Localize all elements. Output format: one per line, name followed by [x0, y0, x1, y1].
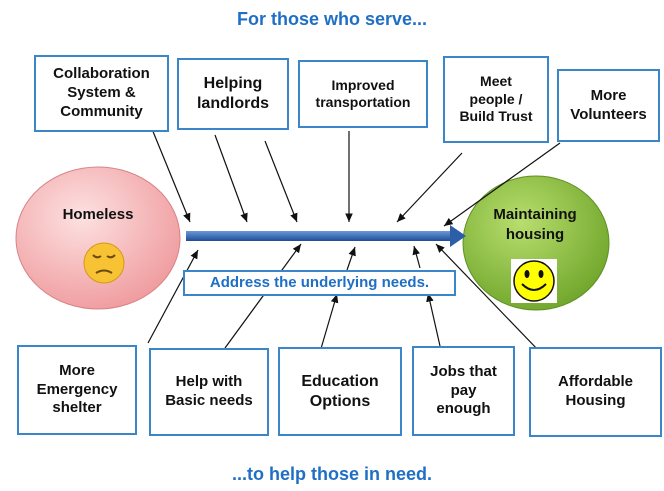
spine-label: Address the underlying needs. — [183, 270, 456, 296]
homeless-circle — [15, 166, 181, 310]
cause-box-basic-needs: Help with Basic needs — [149, 348, 269, 436]
arrow-education-2 — [346, 246, 356, 271]
cause-box-jobs: Jobs that pay enough — [412, 346, 515, 436]
arrow-emergency-shelter — [147, 249, 199, 344]
smiley-face-icon — [511, 259, 557, 303]
cause-box-transportation: Improved transportation — [298, 60, 428, 128]
arrow-helping-landlords-2 — [264, 140, 298, 223]
top-heading: For those who serve... — [236, 9, 428, 29]
maintaining-housing-label: Maintaining housing — [493, 206, 577, 243]
sad-face-icon — [83, 242, 125, 284]
arrow-education — [319, 293, 339, 353]
arrow-meet-people — [396, 152, 463, 223]
arrow-helping-landlords — [214, 134, 248, 223]
arrow-jobs — [426, 292, 441, 347]
arrow-volunteers — [443, 142, 561, 227]
cause-box-affordable-housing: Affordable Housing — [529, 347, 662, 437]
cause-box-volunteers: More Volunteers — [557, 69, 660, 142]
cause-box-collaboration: Collaboration System & Community — [34, 55, 169, 132]
cause-box-education: Education Options — [278, 347, 402, 436]
arrow-affordable-housing — [435, 243, 541, 353]
cause-box-helping-landlords: Helping landlords — [177, 58, 289, 130]
arrow-basic-needs — [224, 243, 302, 349]
homeless-label: Homeless — [62, 206, 134, 223]
arrow-jobs-2 — [412, 245, 421, 269]
bottom-heading: ...to help those in need. — [231, 464, 432, 484]
arrow-collaboration — [151, 128, 191, 223]
maintaining-housing-circle — [462, 175, 610, 311]
cause-box-meet-people: Meet people / Build Trust — [443, 56, 549, 143]
cause-box-emergency-shelter: More Emergency shelter — [17, 345, 137, 435]
spine-arrow — [186, 225, 466, 247]
